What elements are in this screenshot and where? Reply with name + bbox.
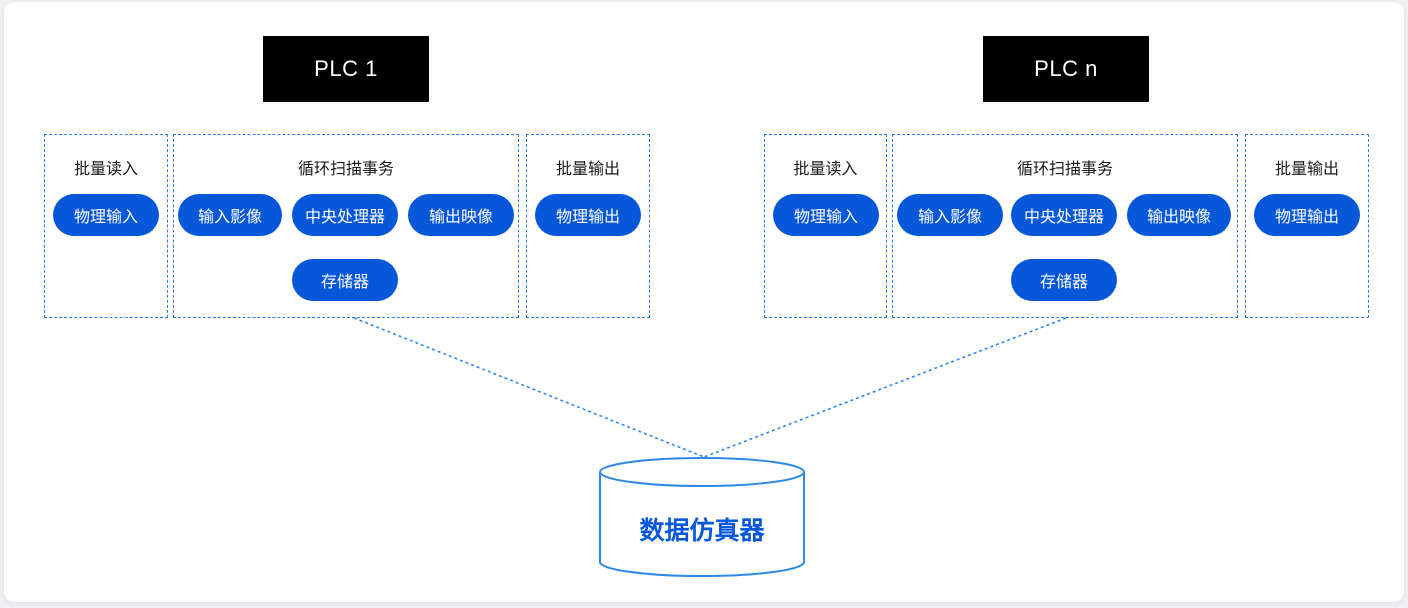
cpu-node: 中央处理器 xyxy=(292,194,398,236)
plc-n-scan-cycle-box: 循环扫描事务 输入影像 中央处理器 输出映像 存储器 xyxy=(892,134,1238,318)
batch-write-label: 批量输出 xyxy=(1274,159,1339,178)
output-image-node: 输出映像 xyxy=(1127,194,1231,236)
connector-line-plc-1 xyxy=(353,317,705,458)
connector-line-plc-n xyxy=(703,317,1067,458)
batch-write-label: 批量输出 xyxy=(555,159,620,178)
diagram-canvas: 数据仿真器 PLC 1 批量读入 物理输入 循环扫描事务 输入影像 中央处理器 … xyxy=(4,2,1404,602)
physical-input-node: 物理输入 xyxy=(53,194,159,236)
output-image-node: 输出映像 xyxy=(408,194,514,236)
batch-read-label: 批量读入 xyxy=(73,159,138,178)
plc-1-title: PLC 1 xyxy=(263,36,429,102)
input-image-node: 输入影像 xyxy=(178,194,282,236)
physical-output-node: 物理输出 xyxy=(535,194,641,236)
memory-node: 存储器 xyxy=(1011,259,1117,301)
plc-n-title: PLC n xyxy=(983,36,1149,102)
database-label: 数据仿真器 xyxy=(639,516,765,545)
physical-output-node: 物理输出 xyxy=(1254,194,1360,236)
memory-node: 存储器 xyxy=(292,259,398,301)
plc-1-scan-cycle-box: 循环扫描事务 输入影像 中央处理器 输出映像 存储器 xyxy=(173,134,519,318)
scan-cycle-label: 循环扫描事务 xyxy=(1016,159,1113,178)
batch-read-label: 批量读入 xyxy=(793,159,858,178)
connector-layer: 数据仿真器 xyxy=(353,317,1067,577)
plc-n-batch-read-box: 批量读入 物理输入 xyxy=(764,134,887,318)
plc-1-batch-write-box: 批量输出 物理输出 xyxy=(526,134,650,318)
scan-cycle-label: 循环扫描事务 xyxy=(297,159,394,178)
input-image-node: 输入影像 xyxy=(897,194,1003,236)
database-cylinder-icon xyxy=(599,457,805,577)
plc-n-batch-write-box: 批量输出 物理输出 xyxy=(1245,134,1369,318)
plc-1-batch-read-box: 批量读入 物理输入 xyxy=(44,134,168,318)
cpu-node: 中央处理器 xyxy=(1011,194,1117,236)
physical-input-node: 物理输入 xyxy=(773,194,879,236)
